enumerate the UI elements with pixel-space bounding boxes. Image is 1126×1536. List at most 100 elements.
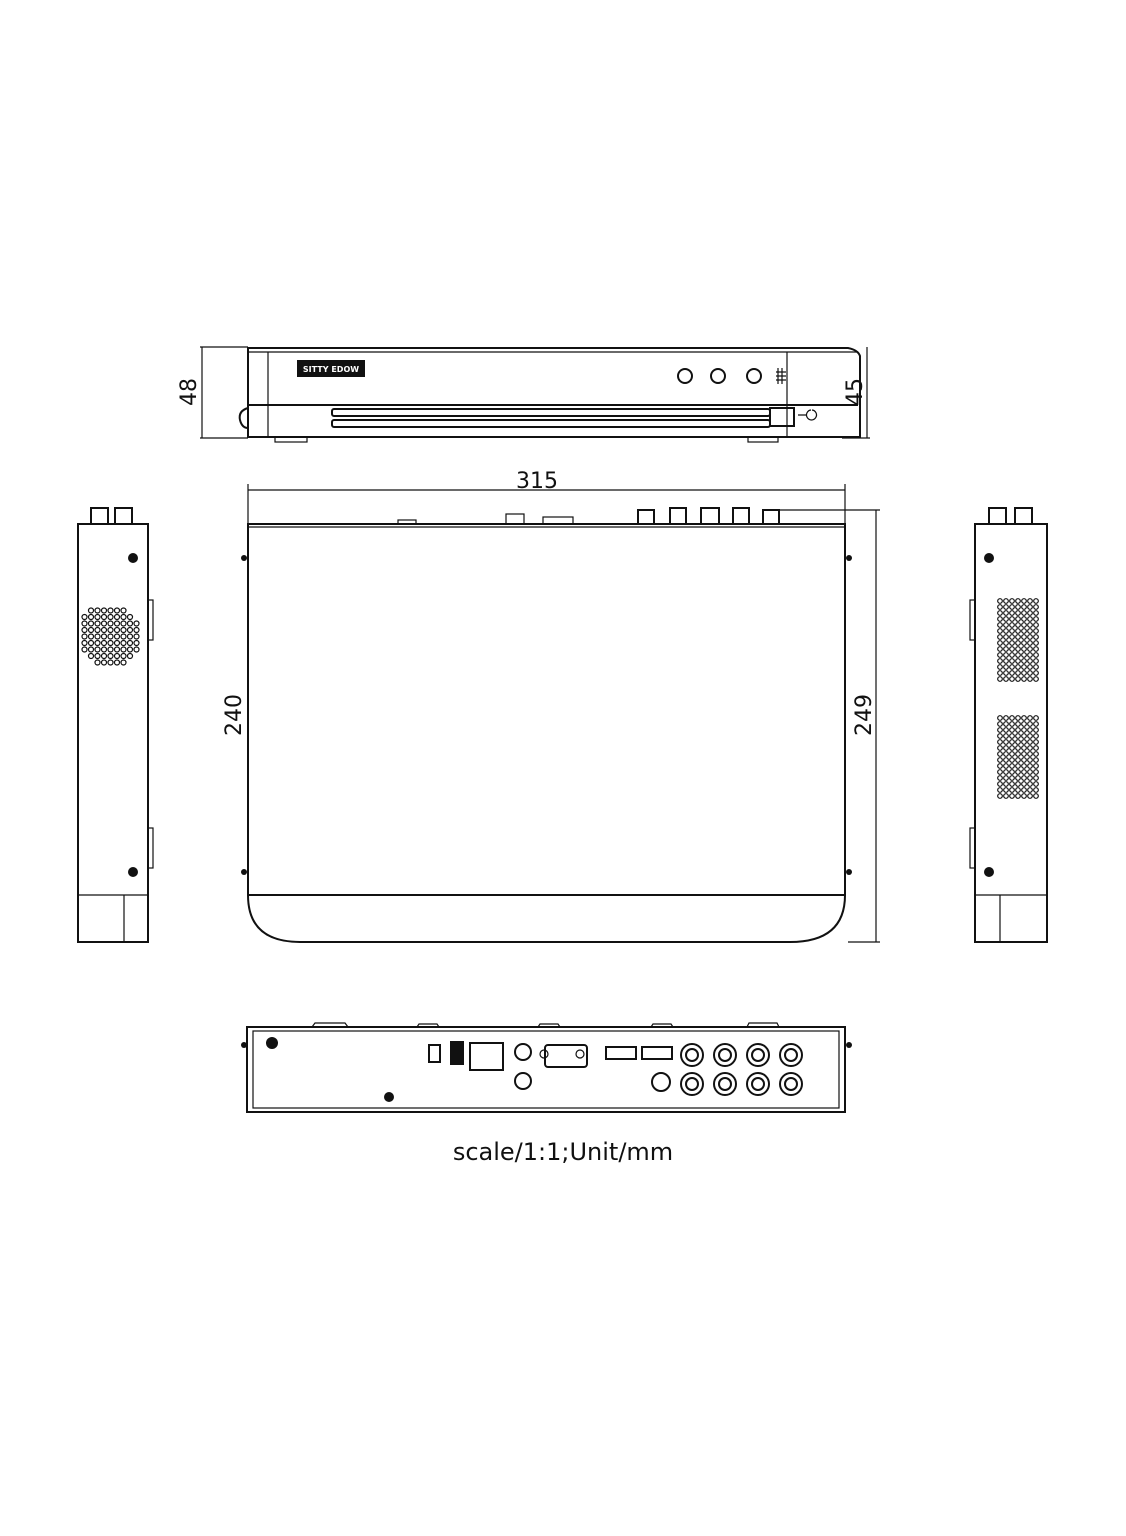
vent-hole (126, 620, 134, 627)
vent-hole (1015, 763, 1021, 769)
vent-hole (113, 607, 121, 614)
vent-hole (94, 633, 101, 640)
vent-hole (94, 659, 101, 666)
vent-hole (1027, 646, 1033, 652)
vent-hole (1021, 664, 1027, 670)
vent-hole (1009, 733, 1015, 739)
vent-hole (1009, 727, 1015, 733)
vent-hole (997, 628, 1003, 634)
vent-hole (1009, 610, 1015, 616)
vent-hole (1015, 634, 1021, 640)
vent-hole (1021, 733, 1027, 739)
vent-hole (1009, 622, 1015, 628)
vent-hole (126, 652, 134, 660)
vent-hole (1027, 739, 1033, 745)
vent-hole (1033, 622, 1039, 628)
vent-hole (1033, 628, 1039, 634)
vent-hole (997, 763, 1003, 769)
vent-hole (120, 633, 127, 640)
vent-hole (113, 659, 121, 666)
vent-hole (1027, 616, 1033, 622)
vent-hole (1021, 787, 1027, 793)
vent-hole (1027, 775, 1033, 781)
audio-in-port (514, 1072, 532, 1090)
vent-hole (997, 622, 1003, 628)
vent-hole (1027, 787, 1033, 793)
vent-hole (126, 646, 134, 653)
vent-hole (126, 626, 134, 634)
vent-hole (1033, 652, 1039, 658)
vent-hole (1015, 751, 1021, 757)
vent-hole (997, 658, 1003, 664)
vent-hole (113, 646, 121, 653)
vent-hole (1003, 604, 1009, 610)
vent-hole (100, 626, 108, 634)
vent-hole (107, 607, 114, 614)
vent-hole (1033, 676, 1039, 682)
bnc-connectors-top (637, 507, 780, 525)
vent-hole (1003, 676, 1009, 682)
vent-hole (1003, 727, 1009, 733)
vent-hole (997, 769, 1003, 775)
vent-hole (113, 626, 121, 634)
vent-hole (81, 633, 88, 640)
cooling-vent (997, 598, 1039, 799)
hdmi-port (641, 1046, 673, 1060)
vent-hole (1009, 721, 1015, 727)
vent-hole (1003, 634, 1009, 640)
vent-hole (1033, 610, 1039, 616)
vent-hole (1003, 781, 1009, 787)
vent-hole (1003, 721, 1009, 727)
vent-hole (1015, 721, 1021, 727)
vent-hole (1027, 622, 1033, 628)
vent-hole (1009, 670, 1015, 676)
vent-hole (1021, 616, 1027, 622)
indicator-icon (746, 368, 762, 384)
vent-hole (1015, 628, 1021, 634)
vent-hole (1021, 751, 1027, 757)
vent-hole (126, 613, 134, 621)
vent-hole (1015, 652, 1021, 658)
vent-hole (997, 727, 1003, 733)
vent-hole (1015, 670, 1021, 676)
vent-hole (1021, 622, 1027, 628)
vent-hole (1033, 793, 1039, 799)
vent-hole (1027, 781, 1033, 787)
vent-hole (113, 613, 121, 621)
vent-hole (1009, 646, 1015, 652)
vent-hole (1003, 640, 1009, 646)
vent-hole (1027, 745, 1033, 751)
vent-hole (1015, 715, 1021, 721)
vent-hole (1021, 646, 1027, 652)
vent-hole (997, 787, 1003, 793)
vent-hole (107, 620, 114, 627)
vent-hole (1033, 616, 1039, 622)
vent-hole (100, 646, 108, 653)
vent-hole (1015, 793, 1021, 799)
vent-hole (1009, 745, 1015, 751)
vent-hole (1009, 739, 1015, 745)
vent-hole (1015, 610, 1021, 616)
vent-hole (1015, 616, 1021, 622)
vent-hole (1009, 604, 1015, 610)
vent-hole (997, 715, 1003, 721)
vent-hole (997, 604, 1003, 610)
vent-hole (1027, 658, 1033, 664)
vent-hole (120, 652, 127, 660)
vent-hole (1009, 658, 1015, 664)
vent-hole (997, 664, 1003, 670)
vent-hole (1033, 727, 1039, 733)
vent-hole (997, 745, 1003, 751)
dimension-249: 249 (852, 694, 877, 736)
vent-hole (87, 633, 95, 640)
vent-hole (126, 639, 134, 647)
bnc-connector (680, 1043, 704, 1067)
vent-hole (133, 633, 140, 640)
vent-hole (94, 639, 101, 647)
vent-hole (100, 652, 108, 660)
vent-hole (1021, 715, 1027, 721)
bnc-connector (713, 1043, 737, 1067)
vent-hole (1009, 598, 1015, 604)
vent-hole (997, 646, 1003, 652)
vent-hole (1015, 745, 1021, 751)
